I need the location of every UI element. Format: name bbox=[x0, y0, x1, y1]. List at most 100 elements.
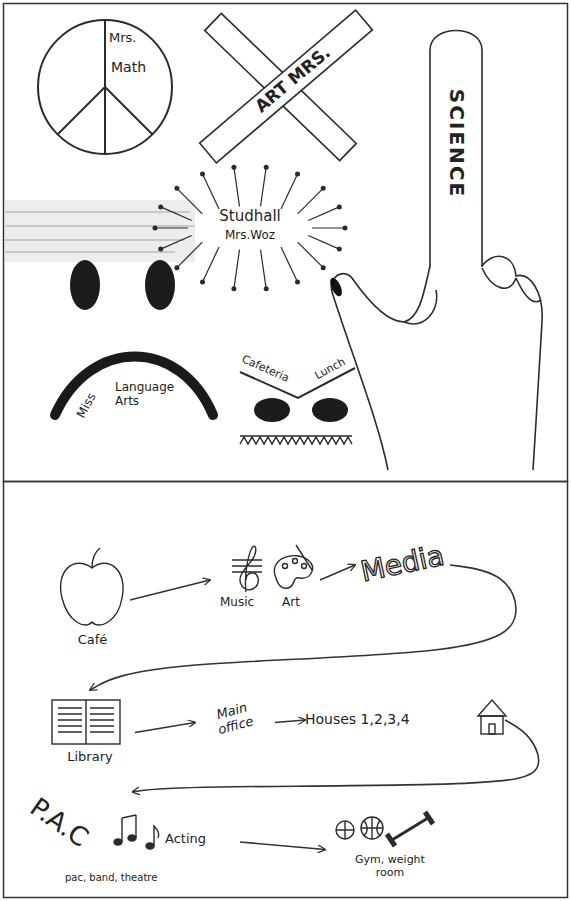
station-label: pac, band, theatre bbox=[65, 872, 157, 884]
note-head bbox=[146, 843, 154, 849]
note-stems bbox=[122, 815, 159, 846]
apple-icon bbox=[61, 548, 124, 625]
flow-station: Gym, weight room bbox=[325, 812, 475, 887]
eye bbox=[145, 260, 175, 310]
subject-label: Language Arts bbox=[115, 381, 177, 409]
ray-dot bbox=[174, 186, 179, 191]
ray-dot bbox=[153, 226, 158, 231]
folded-finger-lines bbox=[404, 268, 541, 324]
ray-dot bbox=[200, 279, 205, 284]
flow-arrow bbox=[240, 842, 325, 850]
hand-drawing bbox=[328, 256, 542, 470]
ray-dot bbox=[158, 204, 163, 209]
paint-palette bbox=[274, 556, 312, 589]
ray-dot bbox=[321, 186, 326, 191]
ray-dot bbox=[200, 172, 205, 177]
ray-dot bbox=[337, 247, 342, 252]
flow-station: Media bbox=[355, 540, 450, 590]
station-label: Main office bbox=[200, 696, 268, 741]
station-label: Café bbox=[55, 633, 130, 648]
ray-dot bbox=[295, 279, 300, 284]
house-door bbox=[489, 724, 495, 734]
band-arm bbox=[200, 10, 373, 163]
peace-sign-outline bbox=[35, 15, 175, 160]
mouth-line bbox=[240, 435, 352, 437]
eye bbox=[254, 398, 290, 422]
paint-dot bbox=[302, 564, 307, 569]
frown-band: MissLanguage Arts bbox=[45, 335, 225, 435]
flow-station: Main office bbox=[195, 700, 275, 745]
eye bbox=[70, 260, 100, 310]
flow-arrow bbox=[320, 565, 355, 580]
subject-label: Studhall bbox=[195, 208, 305, 225]
subject-label: Mrs. bbox=[109, 31, 136, 46]
peace-circle bbox=[38, 20, 172, 154]
house-wall bbox=[481, 716, 503, 734]
ray-dot bbox=[295, 172, 300, 177]
treble-clef bbox=[240, 546, 258, 592]
flow-station: Café bbox=[55, 545, 130, 655]
flow-station: Music Art bbox=[210, 540, 320, 620]
flow-arrow bbox=[135, 723, 195, 733]
dumbbell-bar bbox=[392, 818, 428, 840]
ray-dot bbox=[158, 247, 163, 252]
ray-dot bbox=[321, 265, 326, 270]
hand-outline bbox=[482, 256, 542, 470]
fuzzy-circle: StudhallMrs.Woz bbox=[195, 208, 305, 250]
book-icon bbox=[52, 700, 120, 744]
paint-dot bbox=[283, 564, 288, 569]
finger-outline bbox=[430, 31, 482, 268]
ball-lines bbox=[336, 821, 354, 839]
flow-arrow bbox=[90, 565, 516, 690]
ray-dot bbox=[343, 226, 348, 231]
face-eyes bbox=[70, 260, 175, 310]
angry-face bbox=[240, 368, 355, 444]
peace-sign: Mrs. Math bbox=[35, 15, 175, 160]
ray-dot bbox=[264, 286, 269, 291]
thumb-nail bbox=[328, 276, 345, 298]
fuzz-rays bbox=[153, 165, 348, 292]
station-label: Media bbox=[353, 538, 453, 589]
ray-dot bbox=[231, 286, 236, 291]
station-label: Houses 1,2,3,4 bbox=[305, 711, 410, 727]
ray-dot bbox=[231, 165, 236, 170]
flow-arrow bbox=[275, 720, 305, 723]
station-label: Art bbox=[282, 596, 300, 610]
basketball-lines bbox=[361, 817, 383, 839]
flow-arrow bbox=[130, 580, 210, 600]
dumbbell-weights bbox=[387, 812, 433, 846]
paint-dot bbox=[293, 559, 298, 564]
house-roof bbox=[478, 700, 506, 716]
paint-brush bbox=[296, 545, 312, 570]
ray-lines bbox=[155, 167, 345, 289]
flow-arrow bbox=[133, 720, 539, 792]
station-label: Gym, weight room bbox=[340, 854, 440, 879]
eye bbox=[312, 398, 348, 422]
ray-dot bbox=[337, 204, 342, 209]
subject-label: SCIENCE bbox=[445, 74, 468, 214]
basketball-icon bbox=[361, 817, 383, 839]
flow-icons bbox=[52, 545, 506, 849]
flow-station: P.A.CActingpac, band, theatre bbox=[25, 792, 240, 892]
station-label: Music bbox=[220, 596, 254, 610]
ray-dot bbox=[174, 265, 179, 270]
note-head bbox=[114, 839, 122, 845]
panel-border bbox=[4, 482, 568, 898]
station-label: Acting bbox=[165, 832, 206, 847]
subject-label: Math bbox=[111, 59, 146, 75]
ray-dot bbox=[264, 165, 269, 170]
panel-border bbox=[4, 4, 568, 482]
peace-lines bbox=[58, 20, 152, 154]
x-band: ART MRS. bbox=[188, 2, 380, 167]
zigzag-mouth bbox=[240, 437, 352, 444]
ray-dots bbox=[153, 165, 348, 292]
book-lines bbox=[58, 700, 114, 744]
subject-label: Mrs.Woz bbox=[195, 229, 305, 243]
flow-station: Library bbox=[45, 690, 135, 775]
ball-icon bbox=[336, 821, 354, 839]
middle-finger: SCIENCE bbox=[428, 22, 484, 267]
